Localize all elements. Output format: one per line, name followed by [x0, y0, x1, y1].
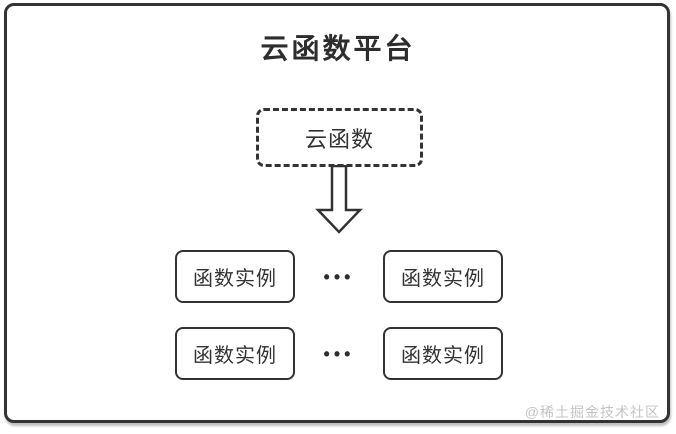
function-instance-label: 函数实例	[401, 345, 485, 367]
watermark: @稀土掘金技术社区	[524, 404, 660, 420]
function-instance-node: 函数实例	[383, 250, 503, 303]
cloud-function-node: 云函数	[256, 108, 423, 167]
ellipsis: •••	[323, 344, 355, 364]
function-instance-label: 函数实例	[401, 268, 485, 290]
function-instance-label: 函数实例	[193, 345, 277, 367]
down-arrow-icon	[315, 165, 363, 234]
diagram-title: 云函数平台	[260, 33, 416, 64]
function-instance-node: 函数实例	[175, 250, 295, 303]
function-instance-node: 函数实例	[383, 327, 503, 380]
function-instance-label: 函数实例	[193, 268, 277, 290]
ellipsis: •••	[323, 267, 355, 287]
function-instance-node: 函数实例	[175, 327, 295, 380]
cloud-function-label: 云函数	[304, 126, 374, 152]
